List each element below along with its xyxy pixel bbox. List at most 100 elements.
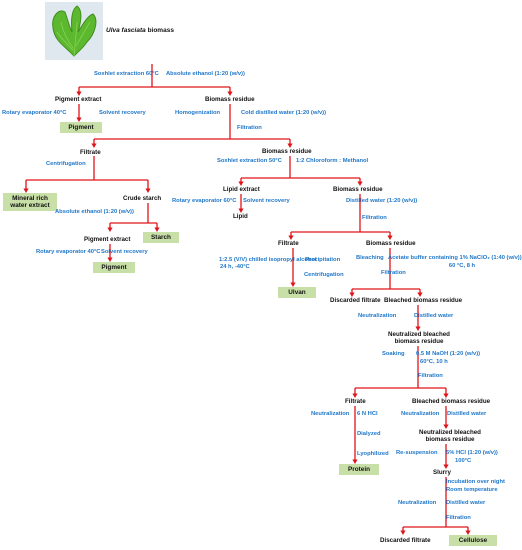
step-precipitation: Precipitation [305,257,341,263]
product-starch: Starch [143,232,179,243]
arrowhead [443,393,449,398]
arrowhead [465,530,471,535]
step-acetate-1: Acetate buffer containing 1% NaClO₂ (1:4… [388,255,522,261]
step-filtration-3: Filtration [381,270,406,276]
arrowhead [352,393,358,398]
node-discarded-filtrate-2: Discarded filtrate [380,537,431,544]
arrowhead [76,91,82,96]
biomass-title: Ulva fasciata biomass [106,27,174,34]
step-filtration-5: Filtration [446,515,471,521]
arrowhead [145,188,151,193]
node-lipid-extract: Lipid extract [223,186,260,193]
step-distilled-water-4: Distilled water [446,500,486,506]
step-neutralization-3: Neutralization [401,411,440,417]
step-naoh-2: 60°C, 10 h [420,359,448,365]
step-neutralization-4: Neutralization [398,500,437,506]
arrowhead [357,181,363,186]
step-neutralization-2: Neutralization [311,411,350,417]
node-biomass-residue-2: Biomass residue [262,148,312,155]
arrowhead [154,227,160,232]
arrowhead [107,227,113,232]
step-soxhlet-50: Soxhlet extraction 50°C [217,158,282,164]
arrowhead [352,459,358,464]
product-mineral-rich-water-extract: Mineral rich water extract [3,193,57,211]
algae-image [45,2,103,60]
product-pigment-2: Pigment [93,262,135,273]
algae-thallus-icon [52,5,97,57]
step-centrifugation: Centrifugation [46,161,86,167]
step-isopropyl-1: 1:2.5 (V/V) chilled isopropyl alcohol [219,257,317,263]
species-name: Ulva fasciata [106,27,146,34]
step-solvent-recovery-3: Solvent recovery [101,249,148,255]
node-lipid: Lipid [233,213,248,220]
arrowhead [288,235,294,240]
step-dialyzed: Dialyzed [357,431,381,437]
step-acetate-2: 60 °C, 8 h [448,263,476,269]
step-rotary-40-b: Rotary evaporator 40°C [36,249,101,255]
step-absolute-ethanol: Absolute ethanol (1:20 (w/v)) [166,71,245,77]
node-biomass-residue: Biomass residue [205,96,255,103]
arrowhead [107,257,113,262]
step-bleaching: Bleaching [356,255,384,261]
arrowhead [349,292,355,297]
step-room-temperature: Room temperature [446,487,498,493]
step-hcl-5-1: 5% HCl (1:20 (w/v)) [446,450,498,456]
step-rotary-40: Rotary evaporator 40°C [2,110,67,116]
node-filtrate: Filtrate [80,149,101,156]
arrowhead [227,91,233,96]
step-distilled-water-3: Distilled water [447,411,487,417]
node-biomass-residue-3: Biomass residue [333,186,383,193]
step-soaking: Soaking [382,351,405,357]
step-hcl-5-2: 100°C [455,458,472,464]
step-incubation: Incubation over night [446,479,505,485]
step-soxhlet-60: Soxhlet extraction 60°C [94,71,159,77]
arrowhead [76,117,82,122]
product-pigment: Pigment [60,122,102,133]
step-homogenization: Homogenization [175,110,221,116]
node-bleached-residue: Bleached biomass residue [384,297,463,304]
arrowhead [91,143,97,148]
step-filtration-2: Filtration [362,215,387,221]
arrowhead [387,235,393,240]
step-distilled-water-2: Distilled water [414,313,454,319]
node-crude-starch: Crude starch [123,195,162,202]
arrowhead [415,326,421,331]
node-filtrate-2: Filtrate [278,240,299,247]
product-protein: Protein [339,464,379,475]
step-filtration-1: Filtration [237,125,262,131]
step-solvent-recovery-2: Solvent recovery [243,198,290,204]
step-solvent-recovery: Solvent recovery [99,110,146,116]
step-absolute-ethanol-2: Absolute ethanol (1:20 (w/v)) [55,209,134,215]
step-distilled-water-1: Distilled water (1:20 (w/v)) [346,198,418,204]
node-filtrate-3: Filtrate [345,398,366,405]
arrowhead [443,424,449,429]
node-discarded-filtrate: Discarded filtrate [330,297,381,304]
node-biomass-residue-4: Biomass residue [366,240,416,247]
step-isopropyl-2: 24 h, -40°C [220,264,250,270]
arrowhead [400,530,406,535]
node-pigment-extract-2: Pigment extract [84,236,131,243]
arrowhead [23,188,29,193]
step-hcl-6n: 6 N HCl [357,411,378,417]
arrowhead [290,282,296,287]
step-resuspension: Re-suspension [396,450,438,456]
node-slurry: Slurry [433,469,451,476]
node-bleached-residue-2: Bleached biomass residue [412,398,491,405]
arrowhead [287,143,293,148]
arrowhead [238,208,244,213]
step-centrifugation-2: Centrifugation [304,272,344,278]
step-rotary-60: Rotary evaporator 60°C [172,198,237,204]
arrowhead [417,292,423,297]
biomass-word: biomass [147,27,174,34]
arrowhead [238,181,244,186]
step-chloroform: 1:2 Chloroform : Methanol [296,158,369,164]
node-neutralized-bleached: Neutralized bleached biomass residue [388,331,450,345]
product-ulvan: Ulvan [278,287,316,298]
step-cold-water: Cold distilled water (1:20 (w/v)) [241,110,327,116]
step-lyophilized: Lyophilized [357,451,389,457]
arrowhead [443,464,449,469]
node-neutralized-bleached-2: Neutralized bleached biomass residue [419,429,481,443]
step-naoh-1: 0.5 M NaOH (1:20 (w/v)) [416,351,481,357]
